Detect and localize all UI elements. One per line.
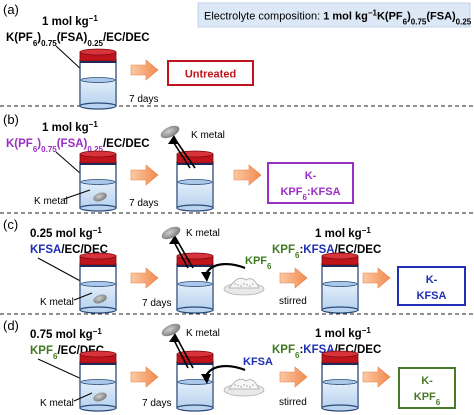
k-metal-label: K metal bbox=[40, 398, 74, 409]
result-label-line2: KFSA bbox=[417, 290, 447, 302]
k-metal-lifted-label: K metal bbox=[186, 228, 220, 239]
k-metal-piece bbox=[161, 323, 181, 337]
salt-powder bbox=[223, 277, 265, 296]
process-arrow bbox=[279, 366, 308, 388]
duration-label: 7 days bbox=[142, 298, 171, 309]
panel-c: (c) 0.25 mol kg−1 KFSA/EC/DEC K metal 7 … bbox=[3, 217, 466, 314]
result-box: Untreated bbox=[167, 60, 254, 86]
electrolyte-vial bbox=[79, 48, 117, 110]
added-salt-label: KFSA bbox=[243, 356, 273, 368]
concentration-label: 1 mol kg−1 bbox=[42, 14, 98, 29]
k-metal-piece bbox=[160, 125, 180, 139]
final-concentration-label: 1 mol kg−1 bbox=[315, 226, 371, 241]
final-vial bbox=[321, 350, 359, 412]
panel-d: (d) 0.75 mol kg−1 KPF6/EC/DEC K metal 7 … bbox=[3, 318, 456, 412]
added-salt-label: KPF6 bbox=[245, 255, 272, 271]
electrolyte-composition-box: Electrolyte composition: 1 mol kg−1K(PF6… bbox=[197, 2, 474, 28]
k-metal-piece bbox=[161, 226, 181, 240]
result-label-line1: K- bbox=[426, 274, 438, 286]
concentration-label: 0.75 mol kg−1 bbox=[30, 327, 102, 342]
electrolyte-vial-with-metal bbox=[79, 252, 117, 314]
removal-arrow bbox=[169, 333, 194, 369]
vial-after-removal bbox=[176, 150, 214, 212]
process-arrow bbox=[362, 366, 391, 388]
panel-label: (b) bbox=[3, 112, 19, 127]
panel-b: (b) 1 mol kg−1 K(PF6)0.75(FSA)0.25/EC/DE… bbox=[3, 112, 354, 212]
removal-arrow bbox=[168, 135, 196, 169]
result-label-line1: K- bbox=[421, 375, 433, 387]
result-box: K- KPF6 bbox=[398, 367, 456, 409]
process-arrow bbox=[362, 267, 391, 289]
k-metal-label: K metal bbox=[40, 297, 74, 308]
electrolyte-vial-with-metal bbox=[79, 350, 117, 412]
process-arrow bbox=[130, 366, 159, 388]
k-metal-label: K metal bbox=[34, 196, 68, 207]
panel-a: (a) 1 mol kg−1 K(PF6)0.75(FSA)0.25/EC/DE… bbox=[3, 2, 254, 110]
duration-label: 7 days bbox=[129, 94, 158, 105]
duration-label: 7 days bbox=[129, 198, 158, 209]
result-label: Untreated bbox=[185, 69, 236, 81]
panel-label: (a) bbox=[3, 2, 19, 17]
result-box: K- KFSA bbox=[397, 266, 466, 306]
panel-label: (c) bbox=[3, 217, 18, 232]
process-arrow bbox=[233, 164, 262, 186]
duration-label: 7 days bbox=[142, 398, 171, 409]
composition-label: K(PF6)0.75(FSA)0.25/EC/DEC bbox=[6, 32, 150, 48]
vial-after-removal bbox=[176, 252, 214, 314]
final-vial bbox=[321, 252, 359, 314]
removal-arrow bbox=[169, 235, 194, 269]
result-box: K- KPF6:KFSA bbox=[267, 162, 354, 204]
final-concentration-label: 1 mol kg−1 bbox=[315, 326, 371, 341]
process-arrow bbox=[279, 267, 308, 289]
panel-separators bbox=[0, 105, 474, 315]
salt-powder bbox=[223, 378, 265, 397]
process-arrow bbox=[130, 59, 159, 81]
electrolyte-composition-text: Electrolyte composition: 1 mol kg−1K(PF6… bbox=[204, 8, 474, 26]
panel-label: (d) bbox=[3, 318, 19, 333]
stirred-label: stirred bbox=[279, 397, 307, 408]
result-label-line2: KPF6 bbox=[414, 391, 441, 407]
k-metal-lifted-label: K metal bbox=[186, 328, 220, 339]
k-metal-lifted-label: K metal bbox=[191, 130, 225, 141]
concentration-label: 0.25 mol kg−1 bbox=[30, 226, 102, 241]
stirred-label: stirred bbox=[279, 296, 307, 307]
result-label-line1: K- bbox=[305, 170, 317, 182]
electrolyte-vial-with-metal bbox=[79, 150, 117, 212]
composition-label: K(PF6)0.75(FSA)0.25/EC/DEC bbox=[6, 138, 150, 154]
process-arrow bbox=[130, 267, 159, 289]
result-label-line2: KPF6:KFSA bbox=[280, 186, 340, 202]
vial-after-removal bbox=[176, 350, 214, 412]
concentration-label: 1 mol kg−1 bbox=[42, 120, 98, 135]
process-arrow bbox=[130, 164, 159, 186]
